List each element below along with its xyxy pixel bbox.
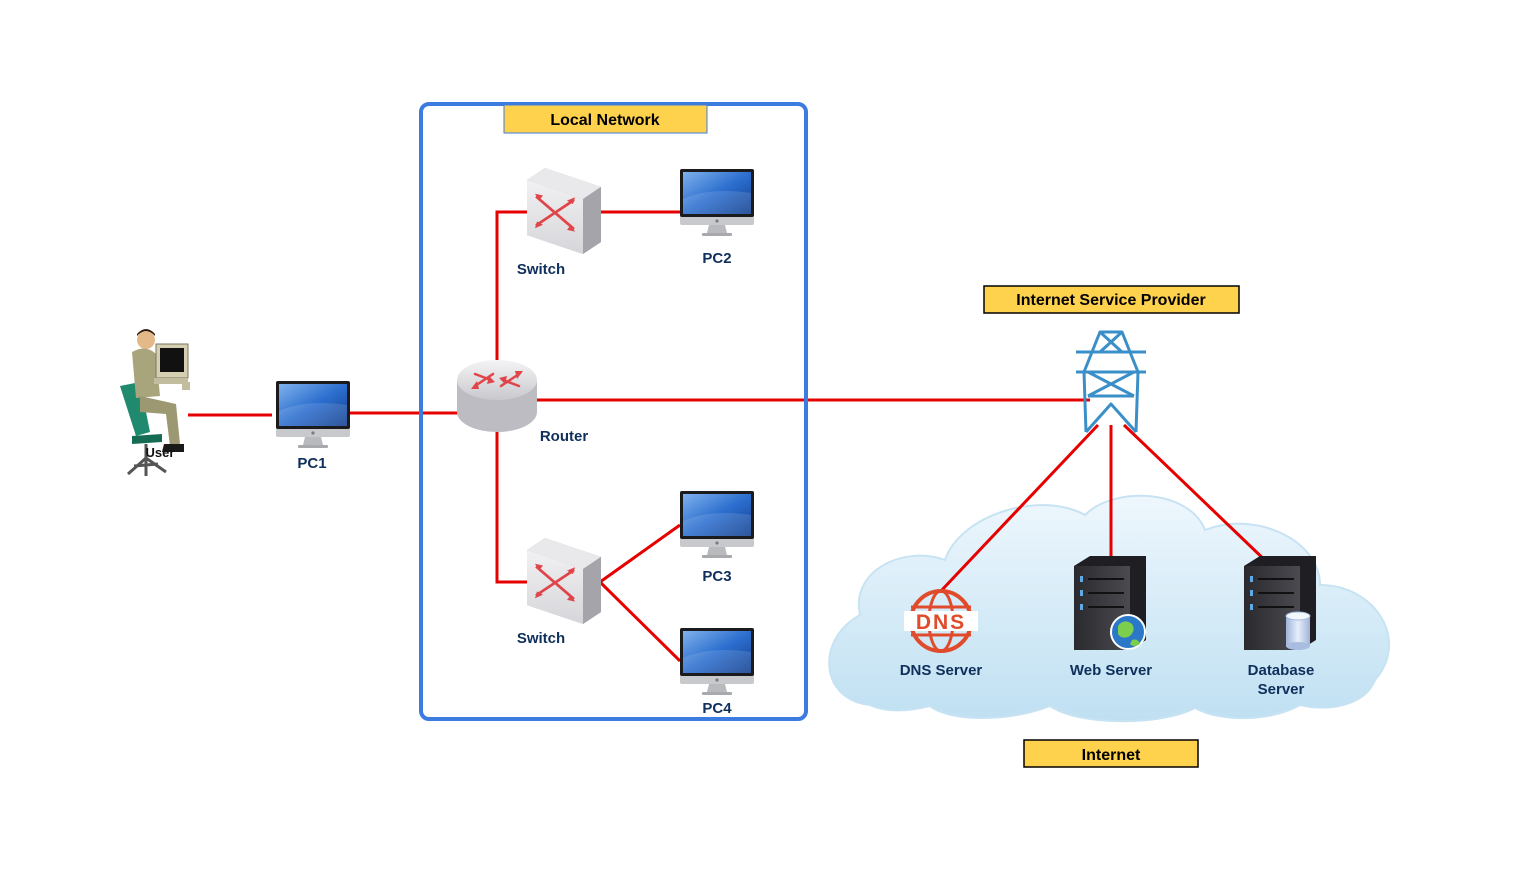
links xyxy=(188,210,1090,663)
user-icon[interactable] xyxy=(120,329,190,476)
pc3-label: PC3 xyxy=(702,568,731,585)
link-switch-bottom-pc3 xyxy=(599,523,681,584)
switch-top-label: Switch xyxy=(517,261,565,278)
user-label: User xyxy=(146,445,175,460)
switch-bottom-icon[interactable] xyxy=(525,536,603,626)
dns-icon[interactable]: DNS xyxy=(904,589,978,653)
pc1-label: PC1 xyxy=(297,455,326,472)
isp-links xyxy=(938,423,1272,594)
link-switch-bottom-pc4 xyxy=(598,580,682,663)
dns-label: DNS Server xyxy=(900,662,983,679)
link-router-switch-top xyxy=(495,210,528,360)
isp-label: Internet Service Provider xyxy=(1016,292,1205,309)
local-network-label: Local Network xyxy=(550,112,659,129)
pc2-label: PC2 xyxy=(702,250,731,267)
switch-bottom-label: Switch xyxy=(517,630,565,647)
database-server-label-line2: Server xyxy=(1258,681,1305,698)
local-network-group xyxy=(419,102,808,721)
web-server-label: Web Server xyxy=(1070,662,1152,679)
pc4-label: PC4 xyxy=(702,700,732,717)
pc4-icon[interactable] xyxy=(680,628,754,695)
isp-tag xyxy=(983,285,1240,314)
link-router-switch-bottom xyxy=(495,432,528,584)
database-server-icon[interactable] xyxy=(1244,556,1316,650)
internet-tag xyxy=(1023,739,1199,768)
switch-top-icon[interactable] xyxy=(525,166,603,256)
pc1-icon[interactable] xyxy=(276,381,350,448)
router-label: Router xyxy=(540,428,588,445)
internet-label: Internet xyxy=(1082,747,1141,764)
transmission-tower-icon[interactable] xyxy=(1076,330,1146,433)
web-server-icon[interactable] xyxy=(1074,556,1146,650)
pc2-icon[interactable] xyxy=(680,169,754,236)
link-tower-dns xyxy=(938,423,1100,594)
database-server-label-line1: Database xyxy=(1248,662,1315,679)
link-tower-db xyxy=(1122,423,1272,567)
local-network-tag xyxy=(503,104,708,134)
router-icon[interactable] xyxy=(457,360,537,432)
pc3-icon[interactable] xyxy=(680,491,754,558)
dns-icon-text: DNS xyxy=(916,611,966,634)
